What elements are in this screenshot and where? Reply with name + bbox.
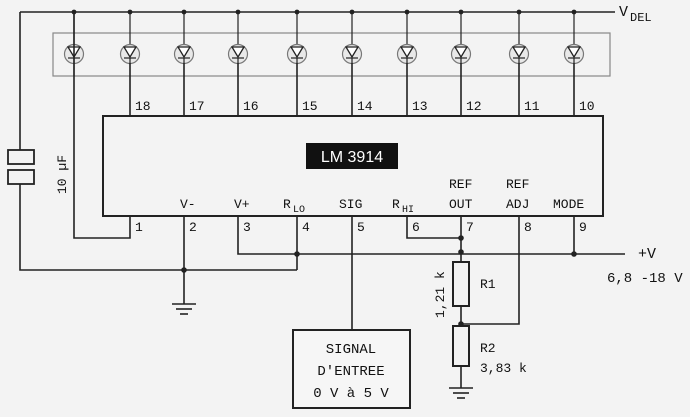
top-pin-numbers: 18 17 16 15 14 13 12 11 10 [135,99,595,114]
led-icon [396,9,418,116]
top-pin-number: 11 [524,99,540,114]
pin-label-refadj-2: ADJ [506,197,529,212]
bottom-pin-wires [19,12,625,330]
ground-icon [172,303,196,315]
signal-input-box: SIGNAL D'ENTREE 0 V à 5 V [292,329,411,409]
bottom-pin-number: 8 [524,220,532,235]
top-pin-number: 13 [412,99,428,114]
led-icon [286,9,308,116]
bottom-pin-labels: V- V+ R LO SIG R HI REF OUT REF ADJ MODE [180,177,584,216]
ic-name: LM 3914 [321,149,383,166]
bottom-pin-number: 3 [243,220,251,235]
bottom-pin-number: 7 [466,220,474,235]
top-pin-number: 14 [357,99,373,114]
capacitor: 10 µF [7,12,70,194]
bottom-pin-number: 5 [357,220,365,235]
pin-label-rhi: R [392,197,400,212]
r1-value: 1,21 k [433,271,448,318]
bottom-pin-number: 6 [412,220,420,235]
bottom-pin-number: 2 [189,220,197,235]
signal-line-1: SIGNAL [326,342,376,358]
pin-label-refout-1: REF [449,177,472,192]
bottom-pin-numbers: 1 2 3 4 5 6 7 8 9 [135,220,587,235]
ground-icon-r2 [449,366,473,399]
pin-label-vplus: V+ [234,197,250,212]
capacitor-value: 10 µF [55,155,70,194]
pin-label-rlo-sub: LO [293,205,305,216]
pin-label-rhi-sub: HI [402,205,414,216]
top-pin-number: 10 [579,99,595,114]
junction-dots [181,235,577,327]
led-bar-outline [52,32,611,77]
top-pin-number: 15 [302,99,318,114]
led-icon [173,9,195,116]
pin-label-vminus: V- [180,197,196,212]
pin-label-rlo: R [283,197,291,212]
signal-line-2: D'ENTREE [317,364,384,380]
resistor-r2: R2 3,83 k [452,324,527,376]
ic-name-plate [306,143,398,169]
led-icon [450,9,472,116]
top-pin-number: 18 [135,99,151,114]
pin-label-mode: MODE [553,197,584,212]
pin-label-sig: SIG [339,197,362,212]
bottom-pin-number: 4 [302,220,310,235]
pin-label-refout-2: OUT [449,197,473,212]
resistor-r1: R1 1,21 k [433,261,496,324]
top-pin-number: 12 [466,99,482,114]
top-pin-number: 16 [243,99,259,114]
vdel-label-sub: DEL [630,11,652,25]
r2-value: 3,83 k [480,361,527,376]
led-icon [341,9,363,116]
vdel-rail: V DEL [20,4,652,25]
supply-range: 6,8 -18 V [607,271,683,287]
ic-lm3914: LM 3914 [102,115,604,217]
r2-name: R2 [480,341,496,356]
vdel-label: V [619,4,628,21]
led-icon [508,9,530,116]
top-pin-number: 17 [189,99,205,114]
led-icon [563,9,585,116]
signal-line-3: 0 V à 5 V [313,386,389,402]
pin-label-refadj-1: REF [506,177,529,192]
supply-v-label: +V [638,246,656,263]
r1-name: R1 [480,277,496,292]
bottom-pin-number: 9 [579,220,587,235]
bottom-pin-number: 1 [135,220,143,235]
led-icon [227,9,249,116]
led-icon [119,9,141,116]
